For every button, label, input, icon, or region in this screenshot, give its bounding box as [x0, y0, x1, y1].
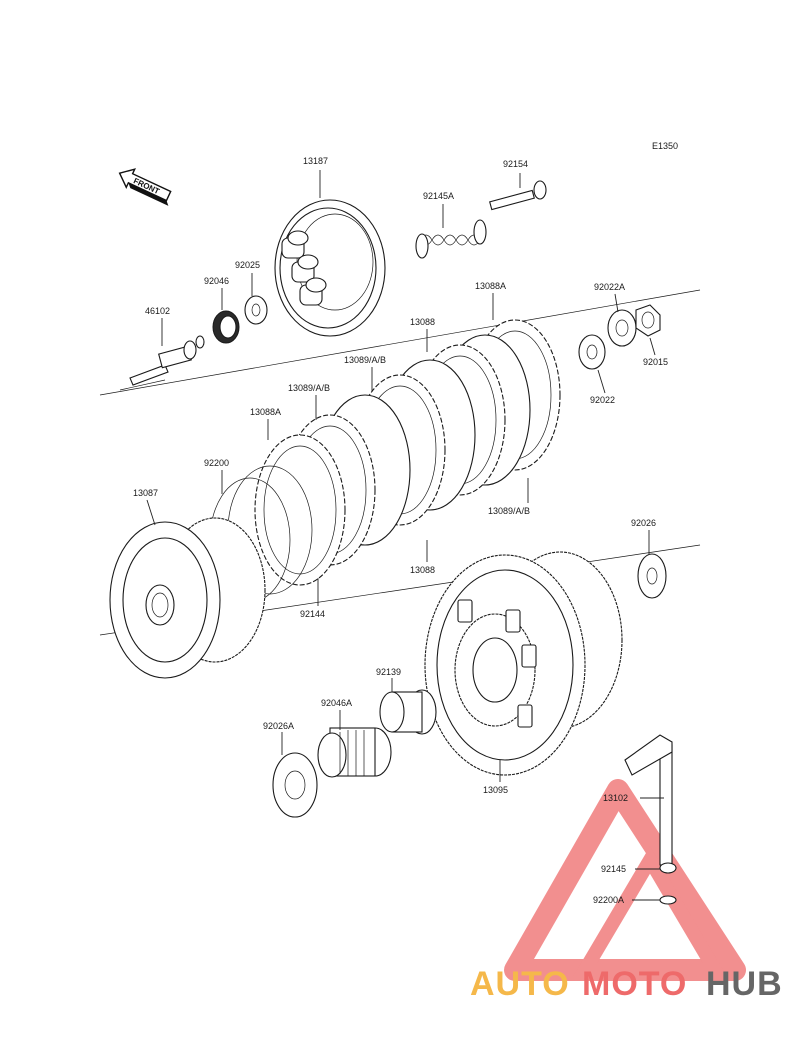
label-13088A-left: 13088A: [250, 407, 281, 417]
needle-bearing: [317, 727, 392, 778]
label-92046: 92046: [204, 276, 229, 286]
label-92022: 92022: [590, 395, 615, 405]
clutch-housing: [424, 551, 623, 776]
label-92145: 92145: [601, 864, 626, 874]
washer-92026: [637, 553, 667, 599]
label-13089-1: 13089/A/B: [344, 355, 386, 365]
label-13088A-top: 13088A: [475, 281, 506, 291]
label-92015: 92015: [643, 357, 668, 367]
sleeve-92139: [379, 689, 437, 735]
washer-92025: [244, 295, 268, 325]
label-92200A: 92200A: [593, 895, 624, 905]
label-92200: 92200: [204, 458, 229, 468]
label-92139: 92139: [376, 667, 401, 677]
label-92025: 92025: [235, 260, 260, 270]
front-arrow-icon: FRONT: [118, 168, 172, 206]
watermark-logo: [504, 779, 746, 981]
label-13102: 13102: [603, 793, 628, 803]
label-13095: 13095: [483, 785, 508, 795]
label-13089-2: 13089/A/B: [288, 383, 330, 393]
watermark-text: AUTO MOTO HUB: [470, 965, 783, 1003]
pressure-plate: [274, 199, 386, 337]
clutch-hub: [109, 517, 266, 679]
label-13088-top: 13088: [410, 317, 435, 327]
push-rod: [129, 335, 205, 386]
label-92026A: 92026A: [263, 721, 294, 731]
label-92046A: 92046A: [321, 698, 352, 708]
part-labels: 13187 92154 92145A 92025 92046 46102 130…: [133, 156, 668, 905]
label-46102: 46102: [145, 306, 170, 316]
clutch-plate-stack: [254, 319, 561, 586]
label-92022A: 92022A: [594, 282, 625, 292]
label-92144: 92144: [300, 609, 325, 619]
label-92154: 92154: [503, 159, 528, 169]
label-13088-bottom: 13088: [410, 565, 435, 575]
label-92026: 92026: [631, 518, 656, 528]
watermark-part-1: AUTO: [470, 965, 570, 1003]
label-13087: 13087: [133, 488, 158, 498]
bearing-92046: [212, 310, 240, 344]
washer-92022A: [607, 309, 637, 347]
label-13089-3: 13089/A/B: [488, 506, 530, 516]
label-92145A: 92145A: [423, 191, 454, 201]
clutch-spring: [415, 219, 487, 259]
watermark-part-2: MOTO: [582, 965, 687, 1003]
diagram-code: E1350: [652, 141, 678, 151]
leader-lines: [146, 170, 664, 901]
washer-92022: [578, 334, 606, 370]
nut-92015: [635, 304, 661, 337]
bolt: [489, 180, 547, 211]
washer-92026A: [272, 752, 318, 818]
label-13187: 13187: [303, 156, 328, 166]
watermark-part-3: HUB: [706, 965, 783, 1003]
release-shaft: [624, 734, 677, 905]
